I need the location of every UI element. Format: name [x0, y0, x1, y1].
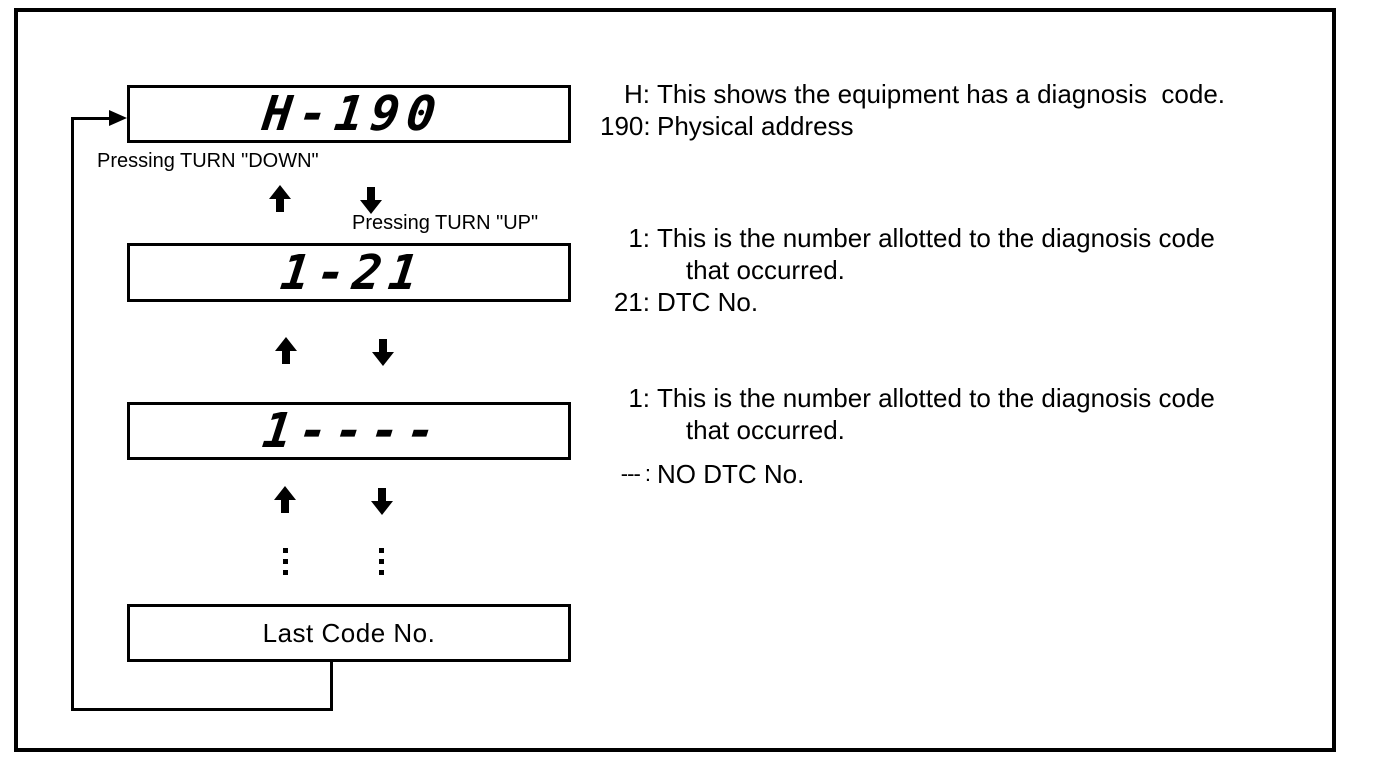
- note-entry: H: This shows the equipment has a diagno…: [600, 78, 1225, 110]
- note-text: This is the number allotted to the diagn…: [657, 383, 1215, 445]
- label-pressing-turn-up: Pressing TURN "UP": [352, 212, 539, 234]
- note-text: This shows the equipment has a diagnosis…: [657, 79, 1226, 109]
- vertical-ellipsis-icon: [379, 548, 384, 575]
- loop-line-left: [71, 117, 74, 711]
- note-entry: 21: DTC No.: [600, 286, 1215, 318]
- note-label: 21:: [613, 287, 650, 317]
- loop-arrowhead-icon: [109, 110, 127, 126]
- display-box-h190: H-190: [127, 85, 571, 143]
- note-text: Physical address: [657, 111, 854, 141]
- display-value-last-code: Last Code No.: [262, 617, 436, 648]
- display-value-1-21: 1-21: [277, 244, 428, 301]
- label-pressing-turn-down: Pressing TURN "DOWN": [97, 150, 319, 172]
- note-label: 1:: [628, 223, 650, 253]
- note-block-no-dtc: 1: This is the number allotted to the di…: [600, 382, 1215, 490]
- note-label: --- :: [620, 461, 651, 486]
- note-text: NO DTC No.: [657, 459, 805, 489]
- display-value-1-dashes: 1----: [259, 403, 446, 459]
- loop-line-top: [71, 117, 111, 120]
- note-label: 190:: [600, 111, 651, 141]
- figure-border: [14, 8, 1336, 752]
- note-entry: 1: This is the number allotted to the di…: [600, 382, 1215, 446]
- note-text: This is the number allotted to the diagn…: [657, 223, 1215, 285]
- display-box-1-21: 1-21: [127, 243, 571, 302]
- down-arrow-icon: [372, 339, 394, 366]
- display-value-h190: H-190: [259, 86, 446, 142]
- note-entry: 1: This is the number allotted to the di…: [600, 222, 1215, 286]
- loop-line-drop: [330, 661, 333, 711]
- display-box-1-dashes: 1----: [127, 402, 571, 460]
- down-arrow-icon: [371, 488, 393, 515]
- loop-line-bottom: [71, 708, 333, 711]
- up-arrow-icon: [269, 185, 291, 212]
- note-block-h190: H: This shows the equipment has a diagno…: [600, 78, 1225, 142]
- note-text: DTC No.: [657, 287, 759, 317]
- note-label: H:: [624, 79, 650, 109]
- note-entry: --- : NO DTC No.: [600, 458, 1215, 490]
- up-arrow-icon: [275, 337, 297, 364]
- note-block-1-21: 1: This is the number allotted to the di…: [600, 222, 1215, 318]
- note-entry: 190: Physical address: [600, 110, 1225, 142]
- down-arrow-icon: [360, 187, 382, 214]
- note-label: 1:: [628, 383, 650, 413]
- up-arrow-icon: [274, 486, 296, 513]
- vertical-ellipsis-icon: [283, 548, 288, 575]
- display-box-last-code: Last Code No.: [127, 604, 571, 662]
